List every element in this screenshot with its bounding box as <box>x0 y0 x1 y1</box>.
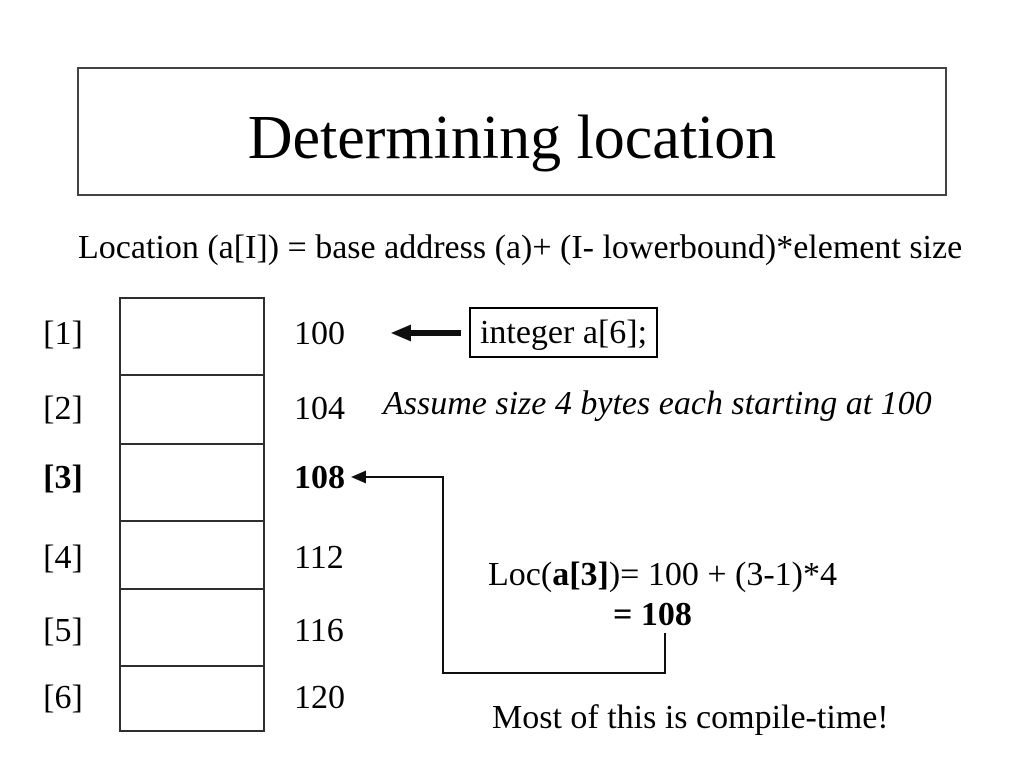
declaration-text: integer a[6]; <box>479 313 648 351</box>
array-cell-4 <box>121 520 263 588</box>
array-index-label-2: [2] <box>43 390 83 427</box>
location-formula-text: Location (a[I]) = base address (a)+ (I- … <box>78 229 963 266</box>
array-diagram <box>119 297 265 732</box>
title-box: Determining location <box>77 67 947 196</box>
loc-prefix: Loc( <box>488 556 553 593</box>
array-index-label-5: [5] <box>43 612 83 649</box>
array-cell-1 <box>121 299 263 374</box>
array-cell-2 <box>121 374 263 443</box>
declaration-box: integer a[6]; <box>469 307 658 358</box>
declaration-arrow-icon <box>391 324 461 342</box>
address-label-100: 100 <box>294 315 345 352</box>
array-index-label-3: [3] <box>43 459 83 496</box>
array-index-label-1: [1] <box>43 315 83 352</box>
array-cell-6 <box>121 665 263 730</box>
array-cell-5 <box>121 588 263 665</box>
address-label-108: 108 <box>294 459 345 496</box>
array-index-label-6: [6] <box>43 679 83 716</box>
compile-time-note: Most of this is compile-time! <box>492 699 889 736</box>
loc-calculation-text: Loc(a[3])= 100 + (3-1)*4 <box>488 555 837 595</box>
loc-result-text: = 108 <box>613 596 692 633</box>
address-label-112: 112 <box>294 539 344 576</box>
loc-suffix: )= 100 + (3-1)*4 <box>608 556 837 593</box>
array-cell-3 <box>121 443 263 520</box>
assumption-text: Assume size 4 bytes each starting at 100 <box>383 385 932 422</box>
page-title: Determining location <box>247 104 777 173</box>
loc-bold-arg: a[3] <box>552 556 609 593</box>
address-label-116: 116 <box>294 612 344 649</box>
address-label-104: 104 <box>294 390 345 427</box>
array-index-label-4: [4] <box>43 539 83 576</box>
address-label-120: 120 <box>294 679 345 716</box>
